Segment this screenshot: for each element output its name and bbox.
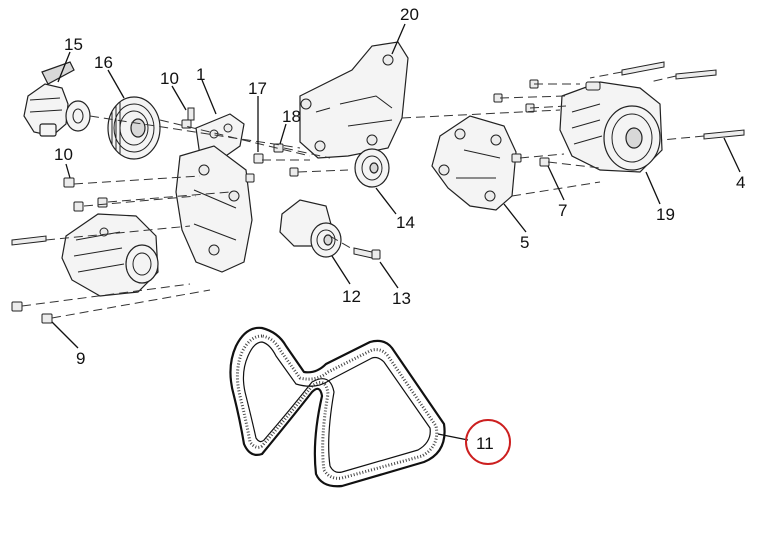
leader-lines: [51, 23, 741, 441]
generator-bracket: [175, 145, 253, 273]
callout-10-left: 10: [54, 145, 73, 164]
callout-20: 20: [400, 5, 419, 24]
upper-bracket: [299, 41, 409, 159]
callout-15: 15: [64, 35, 83, 54]
callout-10-top: 10: [160, 69, 179, 88]
callout-17: 17: [248, 79, 267, 98]
power-steering-pump: [23, 61, 91, 137]
callout-16: 16: [94, 53, 113, 72]
serpentine-belt: [229, 326, 446, 488]
callout-7: 7: [558, 201, 567, 220]
highlight-circle: [465, 419, 511, 465]
fasteners: [11, 61, 745, 324]
callout-13: 13: [392, 289, 411, 308]
assembly-lines: [21, 71, 705, 319]
callout-4: 4: [736, 173, 745, 192]
tensioner-bolt: [353, 247, 381, 260]
callout-11: 11: [476, 434, 494, 453]
callout-5: 5: [520, 233, 529, 252]
ac-compressor: [559, 81, 663, 173]
callout-14: 14: [396, 213, 415, 232]
callouts: 15 16 10 1 17 18 20 10 14 12 13 5 7 4 19…: [54, 5, 745, 465]
callout-1: 1: [196, 65, 205, 84]
callout-19: 19: [656, 205, 675, 224]
callout-9: 9: [76, 349, 85, 368]
generator: [61, 213, 159, 297]
idler-pulley: [354, 148, 390, 188]
callout-12: 12: [342, 287, 361, 306]
power-steering-pulley: [107, 96, 161, 160]
callout-18: 18: [282, 107, 301, 126]
belt-tensioner: [279, 199, 342, 258]
compressor-bracket: [431, 115, 517, 211]
